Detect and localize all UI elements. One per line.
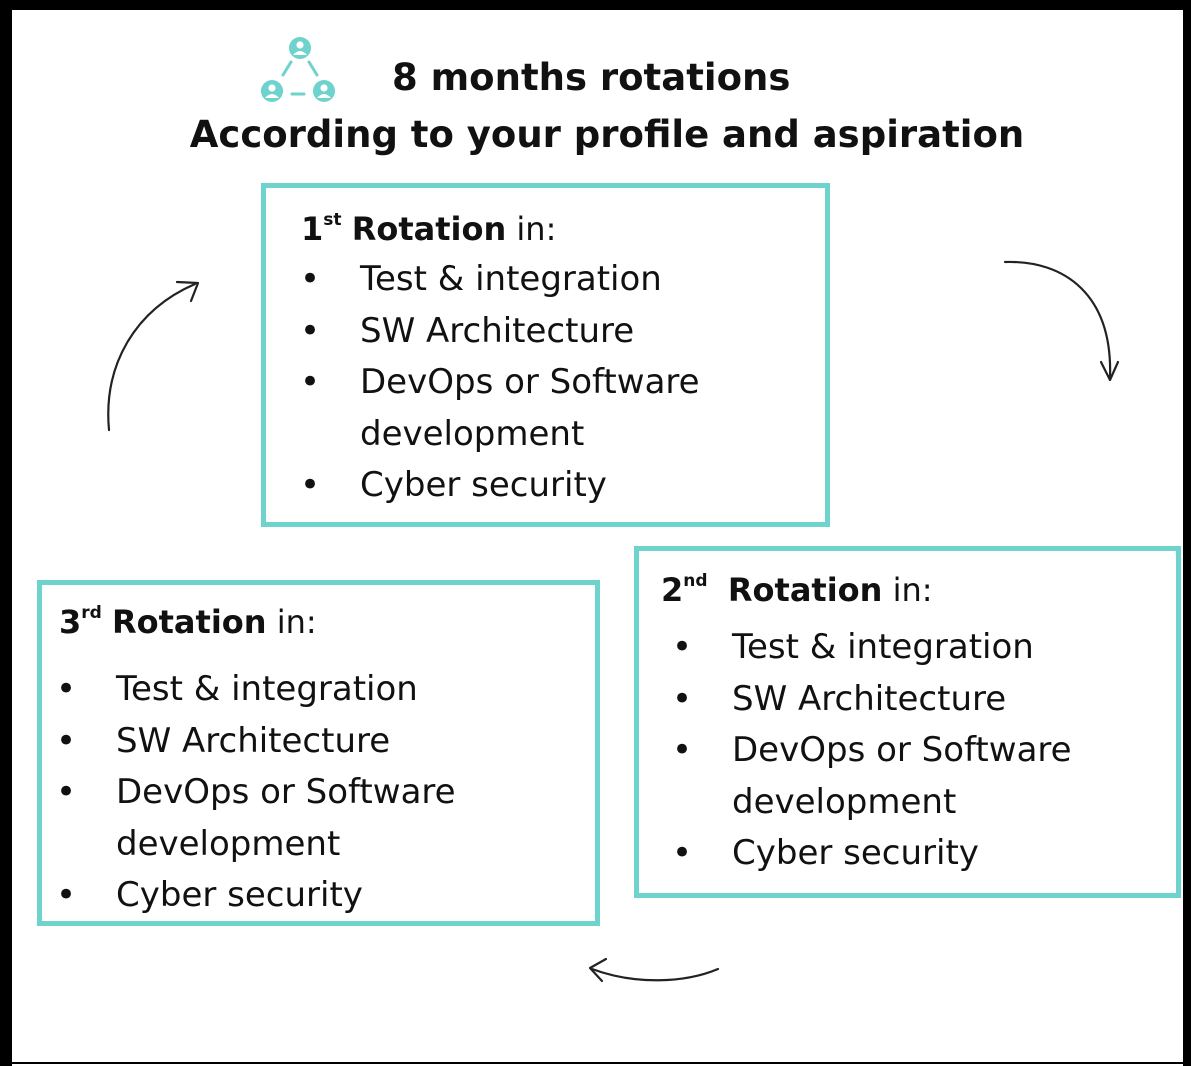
rotation-ordinal-suffix: nd: [683, 571, 708, 591]
list-item: Cyber security: [300, 460, 780, 512]
rotation-box-3: 3rd Rotation in: Test & integration SW A…: [37, 580, 600, 926]
rotation-list-1: Test & integration SW Architecture DevOp…: [300, 254, 780, 512]
team-network-icon: [261, 37, 335, 102]
rotation-ordinal: 1: [301, 210, 324, 248]
rotation-label: Rotation: [112, 603, 267, 641]
rotation-list-2: Test & integration SW Architecture DevOp…: [672, 622, 1152, 880]
arrow-to-first-icon: [107, 280, 200, 432]
list-item: DevOps or Software development: [56, 767, 526, 870]
list-item: SW Architecture: [300, 306, 780, 358]
rotation-box-2: 2nd Rotation in: Test & integration SW A…: [634, 546, 1181, 898]
rotation-box-1: 1st Rotation in: Test & integration SW A…: [261, 183, 830, 527]
rotation-ordinal: 3: [59, 603, 82, 641]
arrow-second-to-third-icon: [588, 957, 720, 983]
rotation-label: Rotation: [727, 571, 883, 609]
list-item: Test & integration: [56, 664, 526, 716]
page-subtitle: According to your profile and aspiration: [189, 113, 1025, 156]
list-item: DevOps or Software development: [672, 725, 1152, 828]
list-item: SW Architecture: [56, 716, 526, 768]
list-item: DevOps or Software development: [300, 357, 780, 460]
rotation-list-3: Test & integration SW Architecture DevOp…: [56, 664, 526, 922]
rotation-label: Rotation: [351, 210, 507, 248]
list-item: SW Architecture: [672, 674, 1152, 726]
list-item: Cyber security: [56, 870, 526, 922]
rotation-label-suffix: in:: [506, 210, 557, 248]
rotation-heading-3: 3rd Rotation in:: [59, 603, 317, 641]
bottom-divider: [12, 1062, 1183, 1064]
list-item: Cyber security: [672, 828, 1152, 880]
rotation-heading-1: 1st Rotation in:: [301, 210, 556, 248]
arrow-first-to-second-icon: [1003, 260, 1120, 382]
list-item: Test & integration: [300, 254, 780, 306]
list-item: Test & integration: [672, 622, 1152, 674]
rotation-ordinal-suffix: st: [323, 210, 342, 230]
rotation-label-suffix: in:: [882, 571, 933, 609]
rotation-label-suffix: in:: [266, 603, 317, 641]
rotation-ordinal: 2: [661, 571, 684, 609]
rotation-heading-2: 2nd Rotation in:: [661, 571, 933, 609]
rotation-ordinal-suffix: rd: [81, 603, 102, 623]
page-title: 8 months rotations: [392, 56, 791, 99]
